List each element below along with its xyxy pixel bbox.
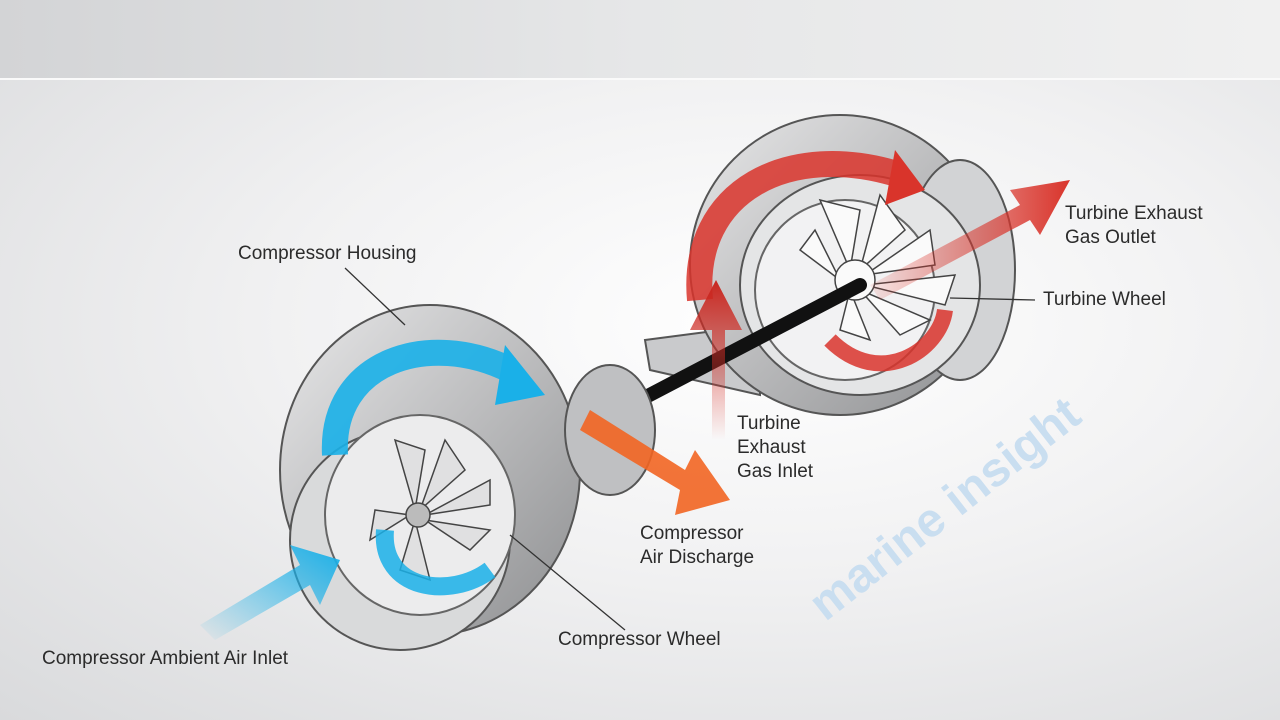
label-turbine-wheel: Turbine Wheel bbox=[1043, 289, 1166, 310]
air-discharge-arrow bbox=[580, 410, 730, 515]
turbine-inner-arrow bbox=[824, 308, 953, 372]
label-turbine-exhaust-inlet: Turbine Exhaust Gas Inlet bbox=[737, 412, 813, 484]
arrow-head bbox=[885, 150, 925, 205]
label-turbine-exhaust-outlet: Turbine Exhaust Gas Outlet bbox=[1065, 202, 1203, 250]
label-compressor-wheel: Compressor Wheel bbox=[558, 629, 721, 650]
leader-lines bbox=[344, 267, 1036, 631]
exhaust-inlet-arrow bbox=[690, 280, 742, 440]
label-line: Gas Outlet bbox=[1065, 227, 1156, 248]
label-line: Compressor bbox=[640, 523, 744, 544]
turbine-swirl-arrow bbox=[686, 150, 904, 302]
compressor-inner-arrow bbox=[375, 529, 496, 596]
divider bbox=[0, 78, 1280, 80]
exhaust-outlet-arrow bbox=[870, 180, 1070, 300]
top-banner bbox=[0, 0, 1280, 78]
label-line: Exhaust bbox=[737, 437, 806, 458]
label-line: Air Discharge bbox=[640, 547, 755, 568]
air-inlet-arrow bbox=[200, 545, 340, 640]
compressor-swirl-arrow bbox=[321, 339, 516, 456]
label-compressor-housing: Compressor Housing bbox=[238, 243, 417, 264]
label-compressor-air-discharge: Compressor Air Discharge bbox=[640, 522, 754, 570]
label-compressor-ambient-air-inlet: Compressor Ambient Air Inlet bbox=[42, 648, 289, 669]
label-line: Turbine Exhaust bbox=[1065, 203, 1203, 224]
label-line: Gas Inlet bbox=[737, 461, 814, 482]
compressor-wheel bbox=[368, 438, 492, 582]
arrow-head bbox=[495, 345, 545, 405]
label-line: Turbine bbox=[737, 413, 801, 434]
